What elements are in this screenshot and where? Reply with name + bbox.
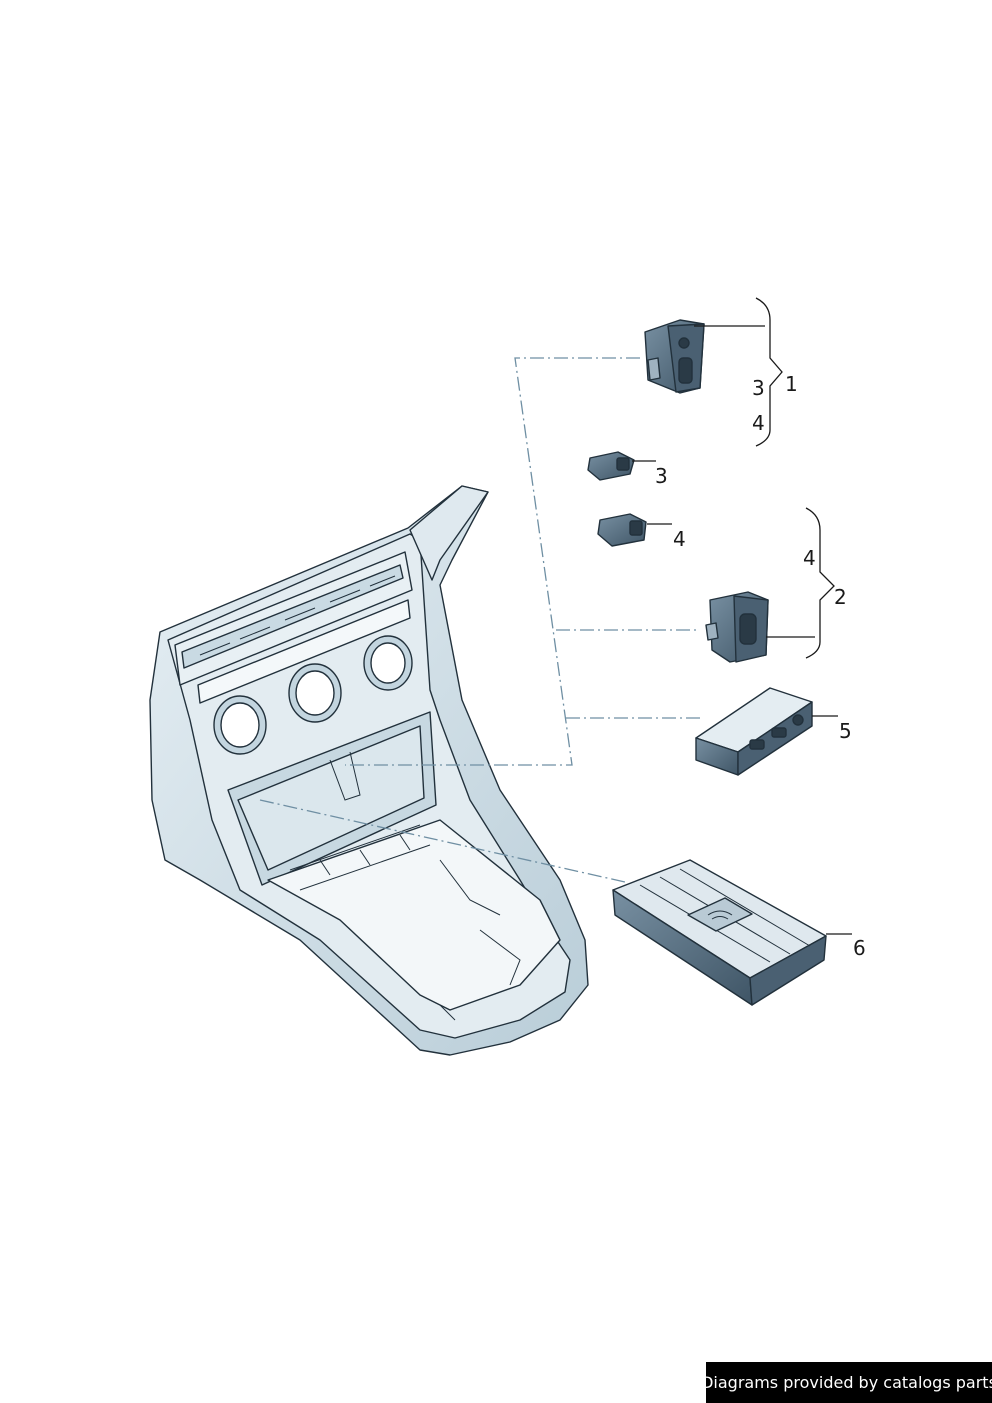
connector-3 <box>587 451 635 481</box>
callout-3-part: 3 <box>655 464 668 488</box>
callout-4-bracket2: 4 <box>803 546 816 570</box>
credit-banner: Diagrams provided by catalogs parts <box>701 1362 992 1403</box>
callout-1: 1 <box>785 372 798 396</box>
climate-knobs <box>213 635 413 755</box>
usb-socket-middle <box>705 591 769 663</box>
callout-4-bracket: 4 <box>752 411 765 435</box>
callout-4-part: 4 <box>673 527 686 551</box>
vent-slats <box>199 575 396 656</box>
callout-6: 6 <box>853 936 866 960</box>
usb-socket-upper <box>644 319 705 394</box>
bracket-group-2 <box>805 507 835 659</box>
callout-5: 5 <box>839 719 852 743</box>
guide-lines <box>259 357 704 883</box>
usb-hub-5 <box>695 687 813 776</box>
center-console <box>149 485 589 1056</box>
callout-2: 2 <box>834 585 847 609</box>
callout-3-bracket: 3 <box>752 376 765 400</box>
gear-opening-details <box>289 824 521 1021</box>
connector-4 <box>597 513 647 547</box>
leader-lines <box>632 325 852 935</box>
bracket-group-1 <box>755 297 783 447</box>
wireless-charger-6 <box>612 859 827 1006</box>
wireless-charging-icon <box>707 910 733 920</box>
